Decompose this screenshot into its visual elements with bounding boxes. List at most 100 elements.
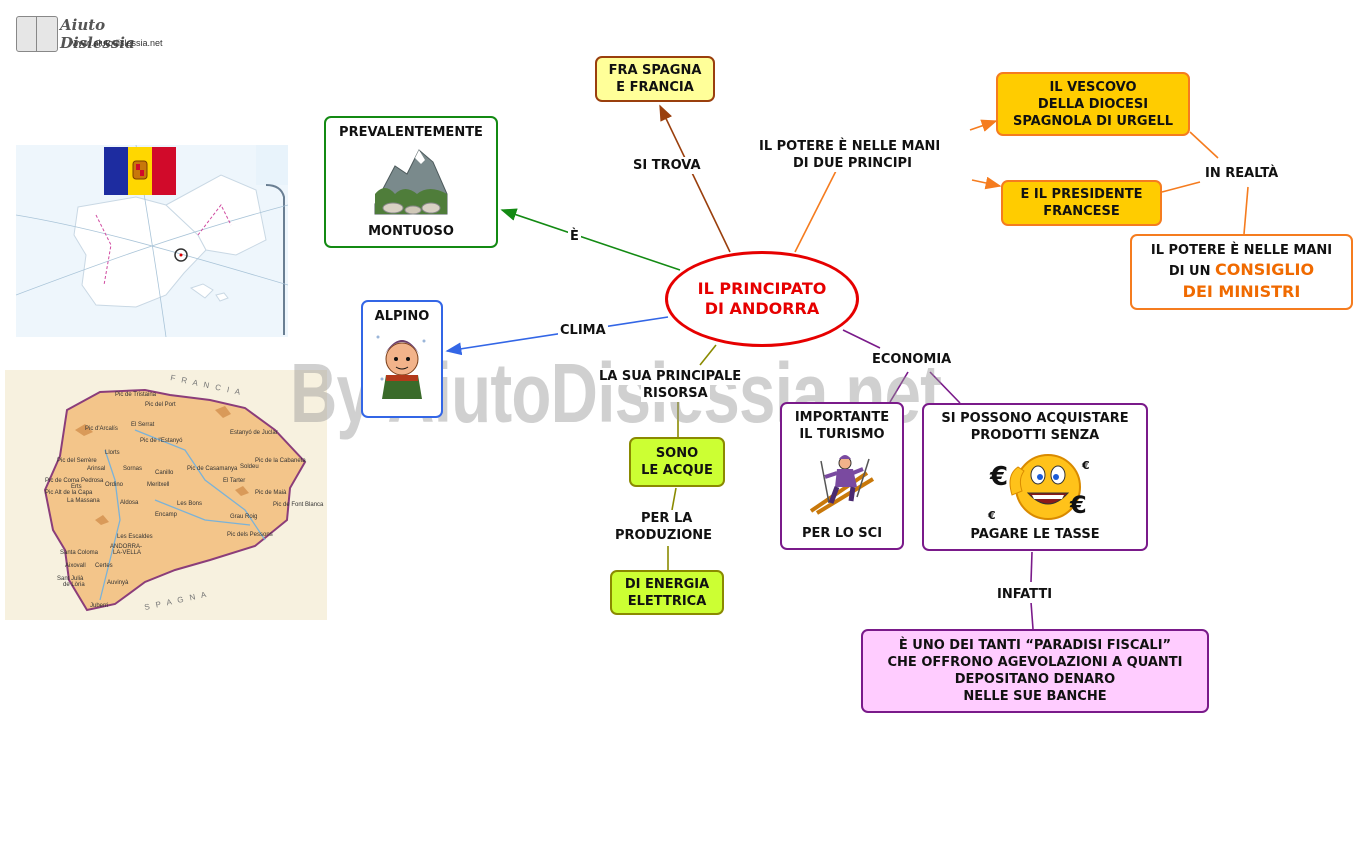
node-acque-line1: SONO [655, 446, 699, 461]
svg-text:Meritxell: Meritxell [147, 482, 169, 488]
node-spagna-francia[interactable]: FRA SPAGNA E FRANCIA [595, 56, 715, 102]
node-consiglio-highlight: CONSIGLIO [1215, 259, 1315, 279]
euro-symbol-small-2: € [987, 509, 996, 521]
node-tasse-line3: PAGARE LE TASSE [970, 527, 1100, 542]
label-produzione-line1: PER LA [639, 510, 695, 527]
svg-text:Pic de Maià: Pic de Maià [255, 490, 287, 496]
node-energia-line2: ELETTRICA [627, 593, 707, 609]
node-alpino[interactable]: ALPINO [361, 300, 443, 418]
link-presidente [971, 176, 1002, 190]
link-infatti-top [1030, 551, 1033, 583]
logo-title: Aiuto Dislessia [60, 16, 135, 52]
andorra-physical-map-icon: Pic de Tristaina Pic del Port Pic d'Arca… [5, 370, 327, 620]
node-vescovo-line1: IL VESCOVO [1049, 79, 1137, 95]
link-tasse [929, 371, 961, 404]
svg-text:ANDORRA-: ANDORRA- [110, 544, 142, 550]
mountain-icon [374, 149, 448, 215]
node-consiglio-line2: DI UN CONSIGLIO [1169, 259, 1314, 281]
label-si-trova: SI TROVA [631, 157, 703, 174]
central-node-line1: IL PRINCIPATO [697, 279, 827, 298]
svg-text:Les Escaldes: Les Escaldes [117, 534, 153, 540]
svg-text:Grau Roig: Grau Roig [230, 514, 257, 520]
svg-text:Pic de Casamanya: Pic de Casamanya [187, 466, 238, 472]
svg-text:El Tarter: El Tarter [223, 478, 245, 484]
label-risorsa-line2: RISORSA [641, 385, 710, 402]
label-potere-line1: IL POTERE È NELLE MANI [757, 138, 943, 155]
iberia-locator-map-icon [15, 144, 289, 338]
node-tasse[interactable]: SI POSSONO ACQUISTARE PRODOTTI SENZA € €… [922, 403, 1148, 551]
svg-text:Pic de Tristaina: Pic de Tristaina [115, 392, 157, 398]
svg-text:Pic d'Arcalís: Pic d'Arcalís [85, 426, 118, 432]
node-acque[interactable]: SONO LE ACQUE [629, 437, 725, 487]
node-montuoso[interactable]: PREVALENTEMENTE MONTUOSO [324, 116, 498, 248]
node-tasse-line2: PRODOTTI SENZA [970, 428, 1100, 443]
node-consiglio[interactable]: IL POTERE È NELLE MANI DI UN CONSIGLIO D… [1130, 234, 1353, 310]
node-tasse-line1: SI POSSONO ACQUISTARE [941, 411, 1129, 426]
svg-text:Pic dels Pessons: Pic dels Pessons [227, 532, 273, 538]
label-clima: CLIMA [558, 322, 608, 339]
svg-text:El Serrat: El Serrat [131, 422, 155, 428]
euro-symbol-small-1: € [1081, 459, 1090, 472]
iberia-locator-map [15, 144, 289, 338]
svg-text:Pic Alt de la Capa: Pic Alt de la Capa [45, 490, 93, 496]
link-clima [445, 316, 669, 356]
link-turismo [889, 371, 909, 403]
euro-symbol-right: € [1069, 491, 1087, 519]
node-spagna-francia-line2: E FRANCIA [616, 80, 694, 95]
node-energia[interactable]: DI ENERGIA ELETTRICA [610, 570, 724, 615]
svg-text:Aldosa: Aldosa [120, 500, 139, 506]
svg-text:Santa Coloma: Santa Coloma [60, 550, 99, 556]
svg-text:Arinsal: Arinsal [87, 466, 105, 472]
label-risorsa-line1: LA SUA PRINCIPALE [597, 368, 744, 385]
site-logo[interactable]: Aiuto Dislessia www.aiutodislessia.net [16, 14, 176, 54]
node-vescovo-line2: DELLA DIOCESI [1037, 96, 1149, 112]
label-e: È [568, 228, 581, 245]
label-potere-line2: DI DUE PRINCIPI [791, 155, 914, 172]
node-consiglio-line1: IL POTERE È NELLE MANI [1150, 242, 1333, 258]
node-turismo-line3: PER LO SCI [801, 526, 883, 541]
link-economia [842, 329, 881, 349]
node-montuoso-top: PREVALENTEMENTE [339, 125, 483, 140]
node-paradisi[interactable]: È UNO DEI TANTI “PARADISI FISCALI” CHE O… [861, 629, 1209, 713]
svg-text:Aixovall: Aixovall [65, 563, 86, 569]
svg-text:Sornas: Sornas [123, 466, 142, 472]
svg-text:Erts: Erts [71, 484, 82, 490]
central-node[interactable]: IL PRINCIPATO DI ANDORRA [665, 251, 859, 347]
node-presidente-line1: E IL PRESIDENTE [1020, 187, 1143, 202]
node-energia-line1: DI ENERGIA [624, 576, 710, 592]
svg-text:Les Bons: Les Bons [177, 501, 202, 507]
book-icon [16, 16, 58, 52]
link-realta-vescovo [1189, 131, 1219, 159]
link-potere [794, 162, 841, 253]
link-vescovo [969, 119, 998, 132]
node-vescovo[interactable]: IL VESCOVO DELLA DIOCESI SPAGNOLA DI URG… [996, 72, 1190, 136]
node-turismo[interactable]: IMPORTANTE IL TURISMO PER LO SCI [780, 402, 904, 550]
euro-smiley-icon: € € € € [987, 454, 1090, 521]
node-presidente[interactable]: E IL PRESIDENTE FRANCESE [1001, 180, 1162, 226]
link-infatti-bottom [1030, 601, 1034, 630]
svg-text:Soldeu: Soldeu [240, 464, 259, 470]
node-acque-line2: LE ACQUE [641, 463, 713, 478]
label-economia: ECONOMIA [870, 351, 954, 368]
svg-text:Sant Julià: Sant Julià [57, 576, 84, 582]
node-turismo-line2: IL TURISMO [799, 427, 885, 442]
svg-text:de Lòria: de Lòria [63, 582, 85, 588]
label-produzione-line2: PRODUZIONE [613, 527, 715, 544]
node-paradisi-line3: DEPOSITANO DENARO [954, 672, 1116, 687]
svg-text:Encamp: Encamp [155, 512, 178, 518]
svg-text:Pic de Coma Pedrosa: Pic de Coma Pedrosa [45, 478, 104, 484]
node-consiglio-line2-prefix: DI UN [1168, 263, 1216, 279]
svg-text:Estanyó de Juclar: Estanyó de Juclar [230, 430, 278, 436]
svg-text:LA-VELLA: LA-VELLA [113, 550, 141, 556]
node-montuoso-bottom: MONTUOSO [368, 224, 454, 239]
node-paradisi-line4: NELLE SUE BANCHE [963, 689, 1107, 704]
svg-text:Juberri: Juberri [90, 603, 108, 609]
link-realta-consiglio [1243, 186, 1249, 235]
andorra-physical-map: Pic de Tristaina Pic del Port Pic d'Arca… [5, 370, 327, 620]
svg-text:Pic del Serrère: Pic del Serrère [57, 458, 97, 464]
svg-text:Llorts: Llorts [105, 450, 120, 456]
node-paradisi-line1: È UNO DEI TANTI “PARADISI FISCALI” [898, 638, 1172, 653]
node-presidente-line2: FRANCESE [1043, 204, 1120, 219]
svg-text:Pic del Port: Pic del Port [145, 402, 176, 408]
